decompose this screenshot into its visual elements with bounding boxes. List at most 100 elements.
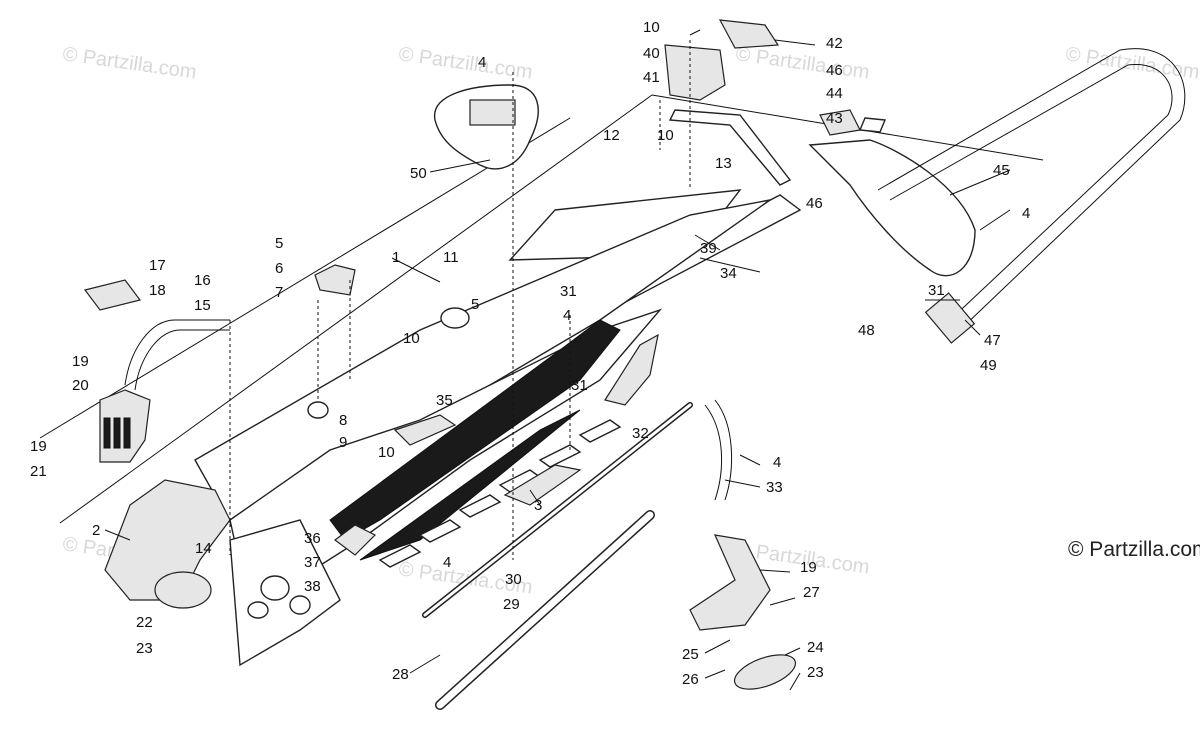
callout-6: 6 <box>275 260 283 277</box>
callout-8: 8 <box>339 412 347 429</box>
callout-28: 28 <box>392 666 409 683</box>
callout-5: 5 <box>275 235 283 252</box>
callout-14: 14 <box>195 540 212 557</box>
callout-32: 32 <box>632 425 649 442</box>
callout-31: 31 <box>571 377 588 394</box>
callout-23: 23 <box>136 640 153 657</box>
tunnel-frame <box>194 189 802 667</box>
callout-47: 47 <box>984 332 1001 349</box>
part-24-step <box>733 654 797 690</box>
callout-46: 46 <box>806 195 823 212</box>
callout-41: 41 <box>643 69 660 86</box>
callout-4: 4 <box>563 307 571 324</box>
part-17-cover <box>83 279 142 311</box>
callout-46: 46 <box>826 62 843 79</box>
callout-11: 11 <box>443 249 459 266</box>
callout-10: 10 <box>378 444 395 461</box>
callout-33: 33 <box>766 479 783 496</box>
callout-19: 19 <box>30 438 47 455</box>
part-45-flap <box>808 139 976 277</box>
part-20-slot <box>123 417 131 449</box>
callout-23: 23 <box>807 664 824 681</box>
callout-44: 44 <box>826 85 843 102</box>
part-25-footrest <box>689 534 771 631</box>
part-20-slot <box>113 417 121 449</box>
part-36-bracket <box>334 524 377 556</box>
callout-7: 7 <box>275 284 283 301</box>
part-50-bag <box>434 84 539 170</box>
part-47-end <box>924 292 976 344</box>
callout-18: 18 <box>149 282 166 299</box>
callout-30: 30 <box>505 571 522 588</box>
callout-34: 34 <box>720 265 737 282</box>
part-35-bracket <box>393 414 457 446</box>
part-32-bracket <box>604 333 659 406</box>
callout-24: 24 <box>807 639 824 656</box>
callout-19: 19 <box>72 353 89 370</box>
callout-20: 20 <box>72 377 89 394</box>
watermark: © Partzilla.com <box>397 43 534 84</box>
callout-17: 17 <box>149 257 166 274</box>
callout-9: 9 <box>339 434 347 451</box>
callout-1: 1 <box>392 249 400 266</box>
part-33-strap <box>704 399 732 501</box>
callout-22: 22 <box>136 614 153 631</box>
callout-10: 10 <box>403 330 420 347</box>
callout-19: 19 <box>800 559 817 576</box>
callout-31: 31 <box>560 283 577 300</box>
part-5-plate <box>440 307 470 329</box>
callout-35: 35 <box>436 392 453 409</box>
callout-48: 48 <box>858 322 875 339</box>
callout-29: 29 <box>503 596 520 613</box>
callout-49: 49 <box>980 357 997 374</box>
part-15-handle <box>124 319 230 391</box>
callout-12: 12 <box>603 127 620 144</box>
part-8-clip <box>307 401 329 419</box>
callout-38: 38 <box>304 578 321 595</box>
callout-45: 45 <box>993 162 1010 179</box>
part-7-mount <box>314 264 356 296</box>
callout-43: 43 <box>826 110 843 127</box>
part-20-slot <box>103 417 111 449</box>
watermark: © Partzilla.com <box>734 43 871 84</box>
callout-15: 15 <box>194 297 211 314</box>
callout-4: 4 <box>773 454 781 471</box>
watermark: © Partzilla.com <box>61 43 198 84</box>
callout-31: 31 <box>928 282 945 299</box>
callout-40: 40 <box>643 45 660 62</box>
part-28-shaft-fill <box>436 511 654 709</box>
part-13-rail <box>668 109 792 186</box>
callout-25: 25 <box>682 646 699 663</box>
dashed-leaders <box>229 40 691 560</box>
part-44-plate <box>858 117 887 133</box>
callout-27: 27 <box>803 584 820 601</box>
part-29-shaft-fill <box>423 403 692 617</box>
callout-4: 4 <box>443 554 451 571</box>
callout-10: 10 <box>657 127 674 144</box>
part-50-pocket <box>469 99 516 126</box>
callout-4: 4 <box>478 54 486 71</box>
part-3-bracket <box>503 464 582 506</box>
callout-50: 50 <box>410 165 427 182</box>
callout-37: 37 <box>304 554 321 571</box>
callout-3: 3 <box>534 497 542 514</box>
callout-2: 2 <box>92 522 100 539</box>
callout-13: 13 <box>715 155 732 172</box>
part-42-cap <box>718 19 780 49</box>
copyright-text: © Partzilla.com <box>1068 538 1200 561</box>
callout-leaders <box>104 29 1011 691</box>
watermark: © Partzilla.com <box>1064 43 1200 84</box>
part-41-block <box>664 44 726 101</box>
callout-39: 39 <box>700 240 717 257</box>
callout-5: 5 <box>471 296 479 313</box>
callout-16: 16 <box>194 272 211 289</box>
callout-21: 21 <box>30 463 47 480</box>
callout-26: 26 <box>682 671 699 688</box>
callout-10: 10 <box>643 19 660 36</box>
callout-42: 42 <box>826 35 843 52</box>
callout-36: 36 <box>304 530 321 547</box>
rail-slots <box>378 419 622 568</box>
callout-labels: 4 10 40 41 42 46 44 43 12 10 13 45 46 4 … <box>30 19 1030 688</box>
part-47-bumper <box>877 48 1186 331</box>
